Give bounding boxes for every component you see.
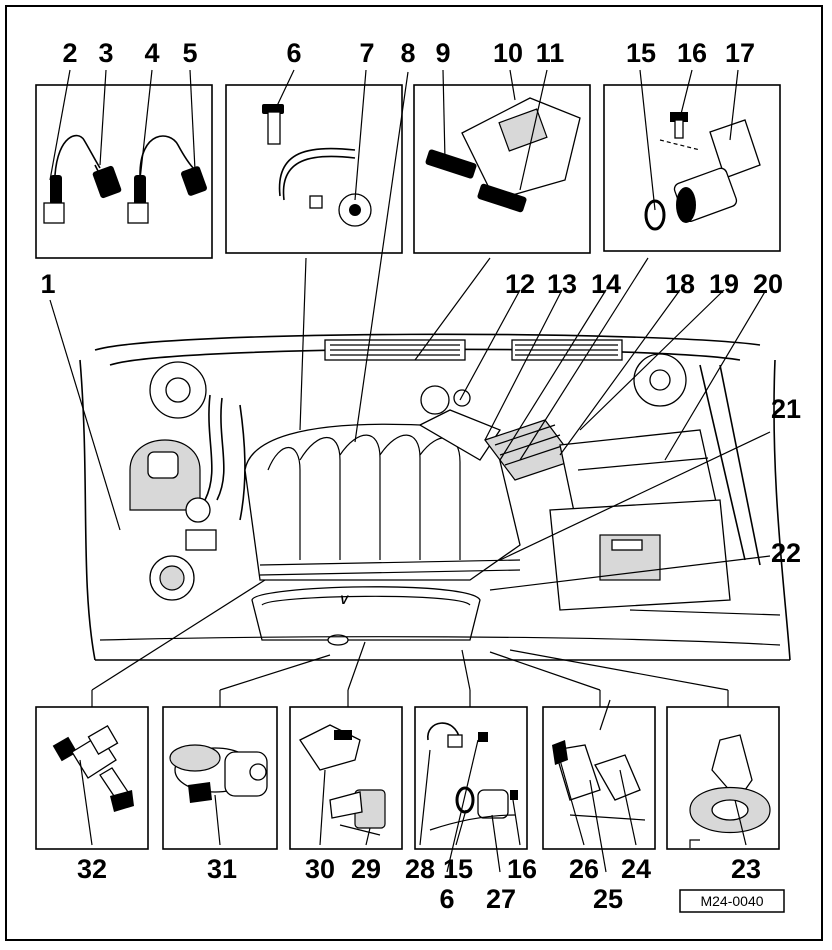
inset-secondary-air-pump: [162, 706, 278, 850]
callout-15-bottom: 15: [443, 854, 473, 884]
engine-badge: V: [340, 593, 349, 607]
inset-speed-sensor-2: [414, 706, 528, 850]
callout-14: 14: [591, 269, 621, 299]
inset-control-unit: [413, 84, 591, 254]
callout-30: 30: [305, 854, 335, 884]
callout-17: 17: [725, 38, 755, 68]
engine-bay-drawing: V: [79, 333, 791, 661]
callout-18: 18: [665, 269, 695, 299]
callout-7: 7: [359, 38, 374, 68]
callout-32: 32: [77, 854, 107, 884]
callout-11: 11: [536, 38, 565, 68]
inset-valves: [289, 706, 403, 850]
callout-22: 22: [771, 538, 801, 568]
callout-28: 28: [405, 854, 435, 884]
callout-9: 9: [435, 38, 450, 68]
inset-knock-sensor: [225, 84, 403, 254]
callout-16-bottom: 16: [507, 854, 537, 884]
callout-1: 1: [40, 269, 55, 299]
cowl-grille: [324, 339, 623, 361]
callout-19: 19: [709, 269, 739, 299]
callout-31: 31: [207, 854, 237, 884]
figure-code: M24-0040: [700, 893, 763, 909]
callout-12: 12: [505, 269, 535, 299]
callout-23: 23: [731, 854, 761, 884]
callout-2: 2: [62, 38, 77, 68]
callout-8: 8: [400, 38, 415, 68]
callout-21: 21: [771, 394, 801, 424]
inset-speed-sensor: [603, 84, 781, 252]
callout-24: 24: [621, 854, 651, 884]
callout-27: 27: [486, 884, 516, 914]
callout-6-bottom: 6: [439, 884, 454, 914]
callout-3: 3: [98, 38, 113, 68]
inset-horn: [666, 706, 780, 850]
callout-6: 6: [286, 38, 301, 68]
callout-15-top: 15: [626, 38, 656, 68]
callout-26: 26: [569, 854, 599, 884]
callout-5: 5: [182, 38, 197, 68]
inset-egr: [542, 699, 656, 850]
leader-lines: [49, 69, 771, 873]
callout-20: 20: [753, 269, 783, 299]
callout-16-top: 16: [677, 38, 707, 68]
inset-injector: [35, 706, 149, 850]
figure-code-box: M24-0040: [679, 889, 785, 913]
callout-10: 10: [493, 38, 523, 68]
callout-25: 25: [593, 884, 623, 914]
inset-oxygen-sensors: [35, 84, 213, 259]
callout-29: 29: [351, 854, 381, 884]
callout-labels: 1 2 3 4 5 6 7 8 9 10 11 15 16 17 12 13 1…: [40, 38, 801, 914]
callout-13: 13: [547, 269, 577, 299]
outer-frame: [5, 5, 823, 941]
callout-4: 4: [144, 38, 159, 68]
